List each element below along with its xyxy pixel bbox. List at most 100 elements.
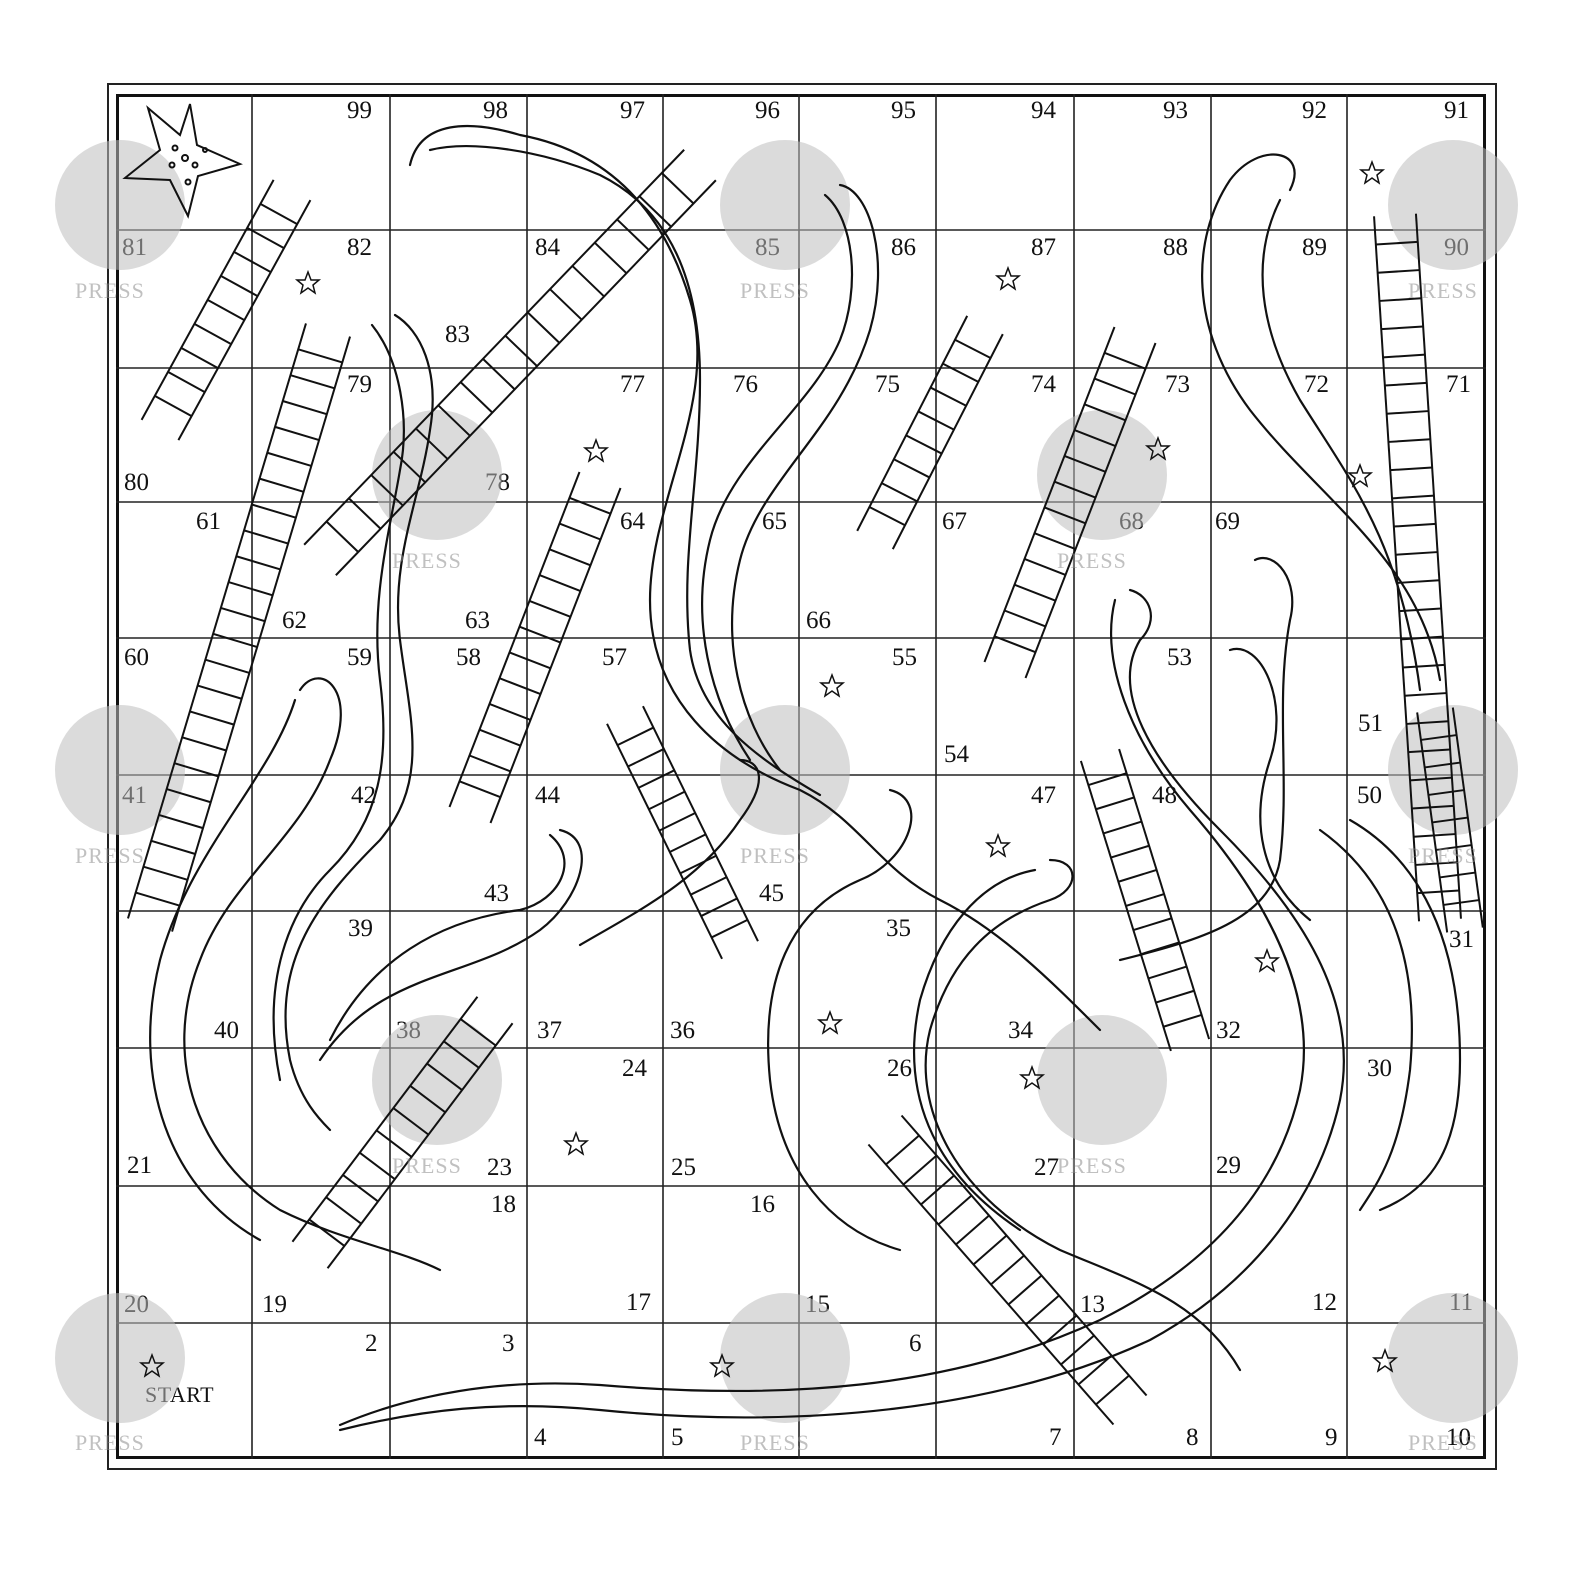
square-8[interactable]: 8 — [1186, 1424, 1199, 1451]
square-44[interactable]: 44 — [535, 782, 560, 809]
watermark-text: PRESS — [75, 1430, 145, 1455]
square-6[interactable]: 6 — [909, 1330, 922, 1357]
square-16[interactable]: 16 — [750, 1191, 775, 1218]
watermark-text: PRESS — [1408, 843, 1478, 868]
square-67[interactable]: 67 — [942, 508, 967, 535]
square-5[interactable]: 5 — [671, 1424, 684, 1451]
square-64[interactable]: 64 — [620, 508, 645, 535]
square-93[interactable]: 93 — [1163, 97, 1188, 124]
square-95[interactable]: 95 — [891, 97, 916, 124]
ladder-rung — [594, 241, 628, 274]
ladder-rail — [983, 326, 1116, 663]
watermark-text: PRESS — [75, 843, 145, 868]
square-18[interactable]: 18 — [491, 1191, 516, 1218]
square-9[interactable]: 9 — [1325, 1424, 1338, 1451]
square-63[interactable]: 63 — [465, 607, 490, 634]
square-13[interactable]: 13 — [1080, 1291, 1105, 1318]
ladder-rung — [348, 497, 382, 530]
square-69[interactable]: 69 — [1215, 508, 1240, 535]
square-12[interactable]: 12 — [1312, 1289, 1337, 1316]
square-94[interactable]: 94 — [1031, 97, 1056, 124]
watermark-seal-icon — [372, 1015, 502, 1145]
square-60[interactable]: 60 — [124, 644, 149, 671]
square-32[interactable]: 32 — [1216, 1017, 1241, 1044]
square-23[interactable]: 23 — [487, 1154, 512, 1181]
square-98[interactable]: 98 — [483, 97, 508, 124]
square-53[interactable]: 53 — [1167, 644, 1192, 671]
square-24[interactable]: 24 — [622, 1055, 647, 1082]
square-25[interactable]: 25 — [671, 1154, 696, 1181]
square-21[interactable]: 21 — [127, 1152, 152, 1179]
square-51[interactable]: 51 — [1358, 710, 1383, 737]
square-40[interactable]: 40 — [214, 1017, 239, 1044]
ladder-rung — [1390, 466, 1433, 472]
square-57[interactable]: 57 — [602, 644, 627, 671]
square-77[interactable]: 77 — [620, 371, 645, 398]
square-84[interactable]: 84 — [535, 234, 560, 261]
square-19[interactable]: 19 — [262, 1291, 287, 1318]
square-80[interactable]: 80 — [124, 469, 149, 496]
ladder-rung — [509, 651, 551, 670]
star-icon — [708, 1352, 736, 1378]
square-86[interactable]: 86 — [891, 234, 916, 261]
square-61[interactable]: 61 — [196, 508, 221, 535]
square-88[interactable]: 88 — [1163, 234, 1188, 261]
snake-icon — [913, 868, 1037, 1232]
square-47[interactable]: 47 — [1031, 782, 1056, 809]
square-3[interactable]: 3 — [502, 1330, 515, 1357]
square-54[interactable]: 54 — [944, 741, 969, 768]
square-7[interactable]: 7 — [1049, 1424, 1062, 1451]
square-73[interactable]: 73 — [1165, 371, 1190, 398]
tentacle-icon — [1228, 647, 1312, 922]
square-34[interactable]: 34 — [1008, 1017, 1033, 1044]
square-65[interactable]: 65 — [762, 508, 787, 535]
square-29[interactable]: 29 — [1216, 1152, 1241, 1179]
square-43[interactable]: 43 — [484, 880, 509, 907]
square-79[interactable]: 79 — [347, 371, 372, 398]
square-2[interactable]: 2 — [365, 1330, 378, 1357]
square-72[interactable]: 72 — [1304, 371, 1329, 398]
ladder-rung — [1384, 381, 1427, 387]
square-91[interactable]: 91 — [1444, 97, 1469, 124]
watermark-text: PRESS — [740, 1430, 810, 1455]
square-83[interactable]: 83 — [445, 321, 470, 348]
square-39[interactable]: 39 — [348, 915, 373, 942]
ladder-rung — [392, 451, 426, 484]
square-62[interactable]: 62 — [282, 607, 307, 634]
square-74[interactable]: 74 — [1031, 371, 1056, 398]
square-82[interactable]: 82 — [347, 234, 372, 261]
square-92[interactable]: 92 — [1302, 97, 1327, 124]
ladder-rung — [1388, 438, 1431, 443]
square-10[interactable]: 10 — [1446, 1424, 1471, 1451]
square-59[interactable]: 59 — [347, 644, 372, 671]
square-27[interactable]: 27 — [1034, 1154, 1059, 1181]
star-icon — [1018, 1064, 1046, 1090]
square-76[interactable]: 76 — [733, 371, 758, 398]
square-66[interactable]: 66 — [806, 607, 831, 634]
square-45[interactable]: 45 — [759, 880, 784, 907]
ladder-rung — [617, 726, 654, 747]
square-37[interactable]: 37 — [537, 1017, 562, 1044]
ladder-rail — [335, 179, 717, 576]
square-97[interactable]: 97 — [620, 97, 645, 124]
square-4[interactable]: 4 — [534, 1424, 547, 1451]
ladder-rung — [1393, 522, 1436, 528]
square-31[interactable]: 31 — [1449, 926, 1474, 953]
square-89[interactable]: 89 — [1302, 234, 1327, 261]
square-99[interactable]: 99 — [347, 97, 372, 124]
grid-lines — [116, 94, 1486, 1459]
square-55[interactable]: 55 — [892, 644, 917, 671]
square-50[interactable]: 50 — [1357, 782, 1382, 809]
square-87[interactable]: 87 — [1031, 234, 1056, 261]
ladder-rung — [1148, 965, 1187, 980]
square-36[interactable]: 36 — [670, 1017, 695, 1044]
square-75[interactable]: 75 — [875, 371, 900, 398]
square-96[interactable]: 96 — [755, 97, 780, 124]
square-71[interactable]: 71 — [1446, 371, 1471, 398]
square-26[interactable]: 26 — [887, 1055, 912, 1082]
square-35[interactable]: 35 — [886, 915, 911, 942]
square-58[interactable]: 58 — [456, 644, 481, 671]
square-17[interactable]: 17 — [626, 1289, 651, 1316]
square-30[interactable]: 30 — [1367, 1055, 1392, 1082]
ladder-rung — [274, 425, 320, 442]
